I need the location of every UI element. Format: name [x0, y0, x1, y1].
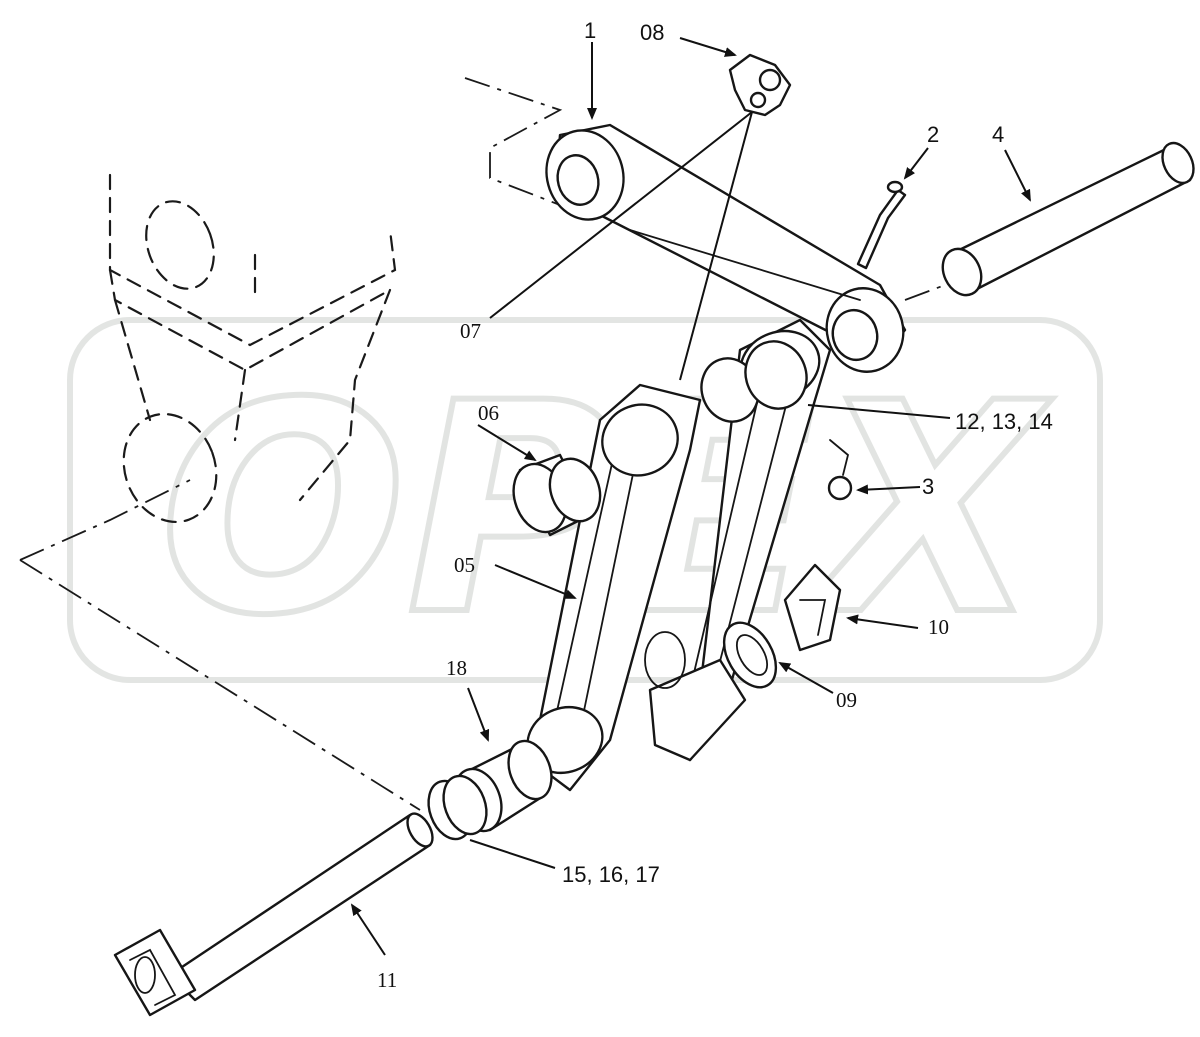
pin-part-2 — [856, 180, 907, 270]
leader-lines — [350, 37, 1031, 956]
wedge-part-10 — [783, 563, 842, 652]
callout-07: 07 — [460, 319, 481, 343]
callout-3: 3 — [922, 474, 934, 499]
callout-1: 1 — [584, 18, 596, 43]
callout-09: 09 — [836, 688, 857, 712]
frame-bracket — [19, 173, 421, 811]
callout-15: 15, 16, 17 — [562, 862, 660, 887]
callout-11: 11 — [377, 968, 397, 992]
callout-4: 4 — [992, 122, 1004, 147]
bushing-part-06 — [512, 453, 602, 537]
callout-06: 06 — [478, 401, 499, 425]
callout-18: 18 — [446, 656, 467, 680]
nut-part-3 — [827, 439, 853, 501]
callout-12: 12, 13, 14 — [955, 409, 1053, 434]
washer-part-09 — [722, 621, 778, 689]
grease-fitting-part-08 — [728, 53, 792, 117]
callout-labels: 1 08 2 4 07 06 12, 13, 14 3 05 10 18 09 … — [377, 18, 1053, 992]
bushings-part-12 — [700, 340, 808, 423]
callout-10: 10 — [928, 615, 949, 639]
callout-2: 2 — [927, 122, 939, 147]
shims-part-15 — [427, 774, 488, 841]
callout-08: 08 — [640, 20, 664, 45]
shaft-part-4 — [904, 141, 1195, 301]
lower-pin-part-11 — [113, 812, 434, 1017]
top-link-part-1 — [464, 77, 907, 373]
callout-05: 05 — [454, 553, 475, 577]
